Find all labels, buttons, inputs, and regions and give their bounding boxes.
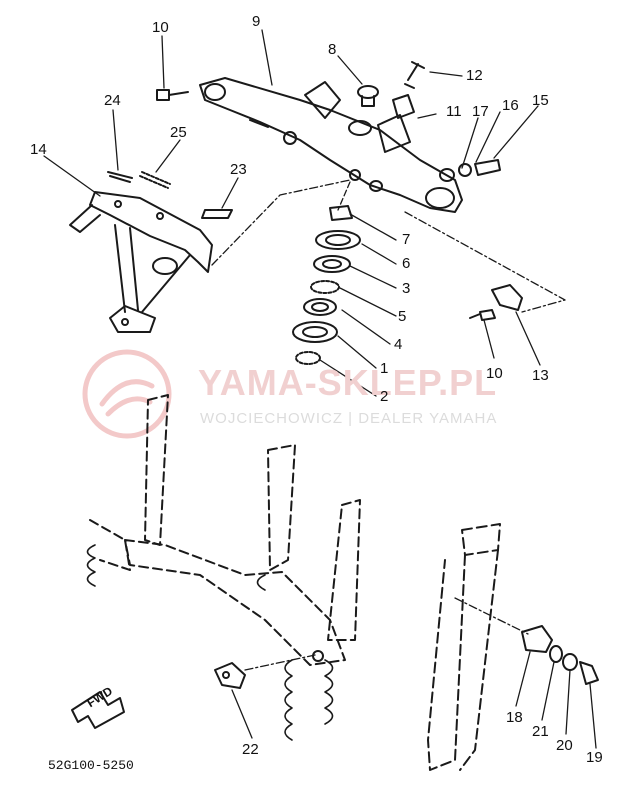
callout-9: 9 <box>252 13 261 30</box>
fasteners-15-16-17 <box>439 159 501 182</box>
part-23 <box>201 209 233 219</box>
callout-10-upper: 10 <box>152 19 169 36</box>
callout-8: 8 <box>328 41 337 58</box>
lower-bracket-frame <box>89 394 361 666</box>
bolt-10-upper <box>156 89 189 101</box>
callout-17: 17 <box>472 103 489 120</box>
upper-bracket <box>199 77 463 213</box>
clamp-11 <box>392 94 415 119</box>
callout-20: 20 <box>556 737 573 754</box>
leader-lines <box>43 29 597 749</box>
callout-18: 18 <box>506 709 523 726</box>
callout-1: 1 <box>380 360 389 377</box>
callout-2: 2 <box>380 388 389 405</box>
clamp-13-assembly <box>404 211 566 321</box>
bearing-stack <box>292 181 361 365</box>
guide-line-bracket <box>211 179 351 266</box>
callout-6: 6 <box>402 255 411 272</box>
screw-12 <box>404 61 425 89</box>
callout-22: 22 <box>242 741 259 758</box>
callout-25: 25 <box>170 124 187 141</box>
part-24 <box>107 171 133 183</box>
callout-10-right: 10 <box>486 365 503 382</box>
callout-4: 4 <box>394 336 403 353</box>
fwd-arrow <box>71 691 125 729</box>
callout-16: 16 <box>502 97 519 114</box>
watermark-subtitle: WOJCIECHOWICZ | DEALER YAMAHA <box>200 410 498 427</box>
callout-5: 5 <box>398 308 407 325</box>
callout-19: 19 <box>586 749 603 766</box>
callout-12: 12 <box>466 67 483 84</box>
fork-springs-left <box>86 544 334 741</box>
bolt-8 <box>357 85 379 107</box>
headlight-bracket <box>69 191 213 333</box>
callout-23: 23 <box>230 161 247 178</box>
fork-parts-18-21 <box>454 597 599 685</box>
part-25 <box>139 171 171 189</box>
diagram-code: 52G100-5250 <box>48 758 134 773</box>
callout-24: 24 <box>104 92 121 109</box>
callout-3: 3 <box>402 280 411 297</box>
watermark-title: YAMA-SKLEP.PL <box>198 362 498 403</box>
bracket-22 <box>214 650 324 689</box>
callout-11: 11 <box>446 103 462 120</box>
callout-15: 15 <box>532 92 549 109</box>
callout-7: 7 <box>402 231 411 248</box>
watermark-logo <box>82 349 172 439</box>
fork-tube-right <box>427 523 501 771</box>
callout-21: 21 <box>532 723 549 740</box>
callout-13: 13 <box>532 367 549 384</box>
callout-14: 14 <box>30 141 47 158</box>
